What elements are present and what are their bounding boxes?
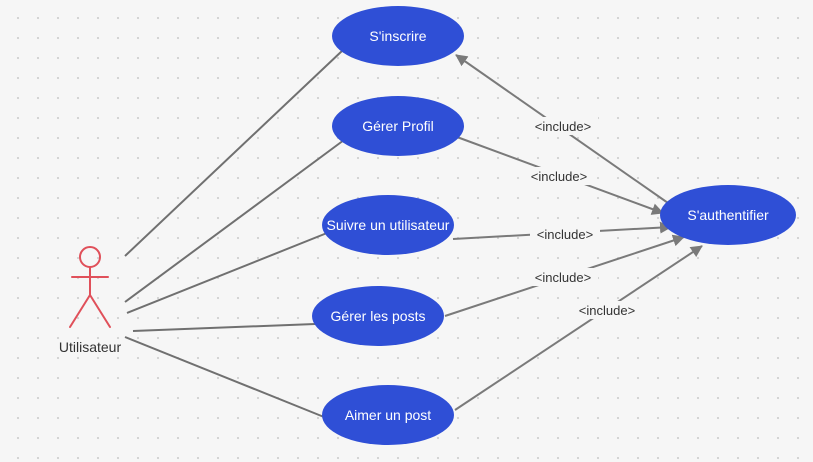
use-case-suivre-utilisateur[interactable]: Suivre un utilisateur xyxy=(322,195,454,255)
include-label: <include> xyxy=(537,227,593,242)
association-suivre-utilisateur xyxy=(126,232,328,314)
include-label: <include> xyxy=(579,303,635,318)
association-aimer-post xyxy=(124,336,325,418)
use-case-label: Aimer un post xyxy=(345,407,431,423)
use-case-ellipse[interactable] xyxy=(312,286,444,346)
use-case-ellipse[interactable] xyxy=(332,6,464,66)
use-case-sinscrire[interactable]: S'inscrire xyxy=(332,6,464,66)
association-gerer-profil xyxy=(124,139,345,303)
use-case-ellipse[interactable] xyxy=(660,185,796,245)
use-case-label: Gérer Profil xyxy=(362,118,434,134)
use-case-ellipse[interactable] xyxy=(322,195,454,255)
use-case-ellipse[interactable] xyxy=(332,96,464,156)
use-case-ellipse[interactable] xyxy=(322,385,454,445)
include-label: <include> xyxy=(535,119,591,134)
use-case-gerer-posts[interactable]: Gérer les posts xyxy=(312,286,444,346)
use-case-label: S'inscrire xyxy=(369,28,426,44)
use-case-sauthentifier[interactable]: S'authentifier xyxy=(660,185,796,245)
association-sinscrire xyxy=(124,49,344,257)
include-label: <include> xyxy=(535,270,591,285)
actor-stick-figure-icon xyxy=(69,246,111,328)
use-case-label: Suivre un utilisateur xyxy=(327,217,450,233)
actor-label: Utilisateur xyxy=(59,339,122,355)
use-case-aimer-post[interactable]: Aimer un post xyxy=(322,385,454,445)
association-lines xyxy=(124,49,345,418)
use-case-label: S'authentifier xyxy=(687,207,769,223)
include-label: <include> xyxy=(531,169,587,184)
association-gerer-posts xyxy=(132,323,316,332)
actor-utilisateur[interactable]: Utilisateur xyxy=(59,246,122,355)
include-labels: <include> <include> <include> <include> … xyxy=(524,117,642,319)
use-case-label: Gérer les posts xyxy=(331,308,426,324)
include-arrow-aimer-post xyxy=(454,245,703,411)
use-case-gerer-profil[interactable]: Gérer Profil xyxy=(332,96,464,156)
